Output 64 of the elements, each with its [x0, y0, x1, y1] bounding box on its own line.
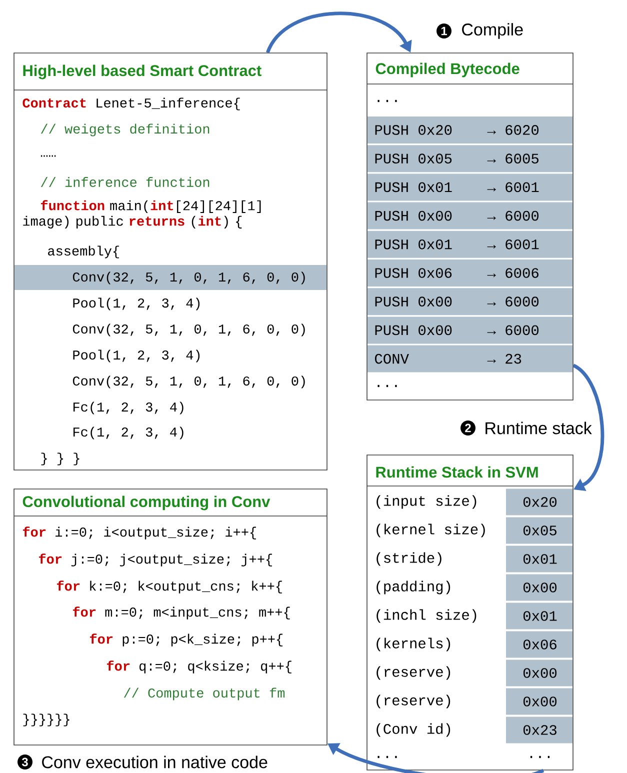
- code-line: Pool(1, 2, 3, 4): [73, 350, 200, 362]
- callout-number: 2: [460, 420, 476, 436]
- opcode-text: → 6000: [487, 296, 539, 307]
- curved-arrow: [572, 364, 604, 492]
- code-line: } } }: [41, 452, 80, 466]
- stack-value-cell: 0x06: [506, 631, 572, 658]
- code-line: ...: [378, 100, 397, 102]
- code-line: assembly{: [48, 246, 119, 258]
- code-line: ...: [530, 756, 550, 758]
- stack-value-cell: 0x05: [506, 517, 572, 544]
- curved-arrow: [266, 12, 412, 54]
- code-line: for p:=0; p<k_size; p++{: [90, 634, 282, 646]
- stack-label: (inchl size): [376, 609, 476, 623]
- opcode-text: → 6020: [487, 125, 539, 135]
- opcode-text: → 6001: [487, 239, 539, 250]
- panel-heading: Runtime Stack in SVM: [376, 466, 538, 478]
- stack-value-cell: 0x23: [506, 716, 572, 744]
- panel-heading: Convolutional computing in Conv: [22, 496, 270, 510]
- opcode-text: → 6005: [487, 154, 538, 164]
- opcode-text: → 6000: [487, 325, 539, 336]
- callout-number: 3: [18, 754, 32, 770]
- code-comment: // Compute output fm: [124, 688, 285, 700]
- edge-label: Runtime stack: [483, 420, 593, 436]
- code-line: for j:=0; j<output_size; j++{: [38, 554, 272, 566]
- stack-label: (input size): [376, 495, 476, 509]
- opcode-text: → 6006: [487, 268, 538, 278]
- code-line: ……: [40, 155, 56, 157]
- code-line: for q:=0; q<ksize; q++{: [106, 660, 292, 674]
- code-line: for k:=0; k<output_cns; k++{: [56, 580, 282, 594]
- code-line: ...: [378, 384, 397, 388]
- stack-label: (Conv id): [376, 723, 450, 737]
- code-line: Conv(32, 5, 1, 0, 1, 6, 0, 0): [72, 376, 305, 388]
- panel-heading: High-level based Smart Contract: [23, 64, 262, 80]
- stack-label: (stride): [376, 552, 442, 566]
- stack-value-cell: 0x00: [506, 688, 572, 715]
- code-line: Pool(1, 2, 3, 4): [73, 298, 200, 310]
- stack-label: (reserve): [376, 694, 450, 708]
- opcode-text: → 6001: [487, 182, 539, 192]
- code-line: function main(int[24][24][1] image) public returns (int) {: [23, 200, 261, 228]
- code-comment: // inference function: [40, 177, 210, 187]
- stack-value-cell: 0x00: [506, 574, 572, 601]
- code-line: }}}}}}: [23, 714, 70, 726]
- stack-label: (kernels): [376, 638, 450, 652]
- stack-label: (kernel size): [376, 524, 485, 538]
- stack-label: (reserve): [376, 666, 450, 680]
- code-line: Contract Lenet-5_inference{: [22, 98, 240, 110]
- stack-value-cell: 0x01: [506, 546, 572, 572]
- code-line: Conv(32, 5, 1, 0, 1, 6, 0, 0): [72, 324, 305, 336]
- code-line: Fc(1, 2, 3, 4): [73, 426, 184, 440]
- panel-heading: Compiled Bytecode: [376, 62, 520, 78]
- stack-value-cell: 0x00: [506, 660, 572, 686]
- stack-value-cell: 0x20: [506, 488, 572, 516]
- code-line: for i:=0; i<output_size; i++{: [22, 526, 256, 540]
- edge-label: Conv execution in native code: [40, 754, 269, 770]
- code-line: Fc(1, 2, 3, 4): [73, 402, 184, 414]
- edge-label: Compile: [460, 22, 525, 40]
- callout-number: 1: [436, 24, 452, 38]
- opcode-text: → 6000: [487, 210, 539, 221]
- code-line: for m:=0; m<input_cns; m++{: [72, 606, 290, 620]
- code-line: ...: [378, 756, 397, 758]
- stack-label: (padding): [376, 580, 450, 594]
- opcode-text: → 23: [487, 354, 522, 364]
- stack-value-cell: 0x01: [506, 602, 572, 630]
- code-comment: // weigets definition: [40, 124, 210, 136]
